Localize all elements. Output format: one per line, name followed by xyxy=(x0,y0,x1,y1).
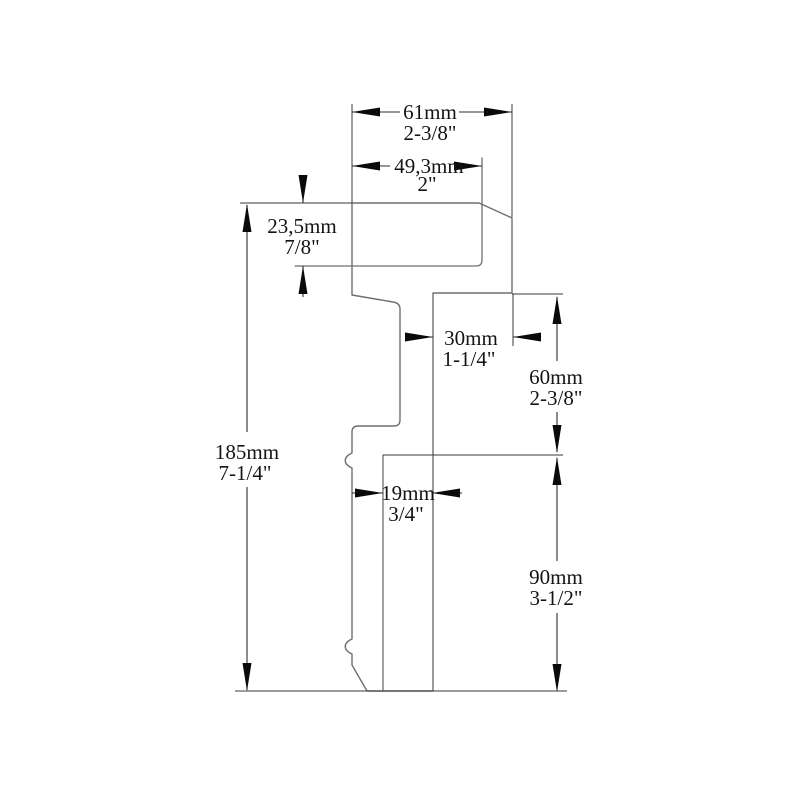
arrow-up-icon xyxy=(552,457,562,485)
arrow-up-icon xyxy=(242,204,252,232)
dim-label-leg-width-mm: 19mm xyxy=(381,481,435,505)
dim-mid-height: 60mm 2-3/8" xyxy=(529,296,583,453)
dim-flange-thickness: 23,5mm 7/8" xyxy=(267,175,337,297)
dim-leg-width: 19mm 3/4" xyxy=(352,481,462,526)
dim-label-total-height-inch: 7-1/4" xyxy=(219,461,272,485)
arrow-up-icon xyxy=(552,296,562,324)
arrow-up-icon xyxy=(298,266,308,294)
dim-label-bottom-height-inch: 3-1/2" xyxy=(530,586,583,610)
top-rebate-line xyxy=(294,157,483,267)
profile-outline xyxy=(344,202,513,692)
arrow-left-icon xyxy=(352,161,380,171)
dim-label-mid-height-mm: 60mm xyxy=(529,365,583,389)
arrow-right-icon xyxy=(405,332,433,342)
arrow-down-icon xyxy=(552,425,562,453)
arrow-left-icon xyxy=(432,488,460,498)
dim-bottom-height: 90mm 3-1/2" xyxy=(529,457,583,692)
dim-label-top-width-mm: 61mm xyxy=(403,100,457,124)
arrow-left-icon xyxy=(513,332,541,342)
dim-total-height: 185mm 7-1/4" xyxy=(215,204,279,691)
dim-label-top-rebate-inch: 2" xyxy=(417,172,436,196)
dim-label-total-height-mm: 185mm xyxy=(215,440,279,464)
arrow-down-icon xyxy=(242,663,252,691)
dim-label-top-rebate-mm: 49,3mm xyxy=(394,154,463,178)
arrow-right-icon xyxy=(355,488,383,498)
dim-label-channel-inch: 1-1/4" xyxy=(443,347,496,371)
dim-label-top-width-inch: 2-3/8" xyxy=(404,121,457,145)
dim-label-bottom-height-mm: 90mm xyxy=(529,565,583,589)
arrow-right-icon xyxy=(484,107,512,117)
arrow-down-icon xyxy=(298,175,308,203)
dim-label-channel-mm: 30mm xyxy=(444,326,498,350)
dim-label-leg-width-inch: 3/4" xyxy=(388,502,423,526)
dim-top-width: 61mm 2-3/8" xyxy=(352,100,512,145)
arrow-down-icon xyxy=(552,664,562,692)
arrow-left-icon xyxy=(352,107,380,117)
dim-label-mid-height-inch: 2-3/8" xyxy=(530,386,583,410)
dim-label-flange-inch: 7/8" xyxy=(284,235,319,259)
arrow-right-icon xyxy=(454,161,482,171)
dim-label-flange-mm: 23,5mm xyxy=(267,214,336,238)
dim-top-rebate-width: 49,3mm 2" xyxy=(352,154,482,196)
dim-channel-width: 30mm 1-1/4" xyxy=(405,326,541,371)
